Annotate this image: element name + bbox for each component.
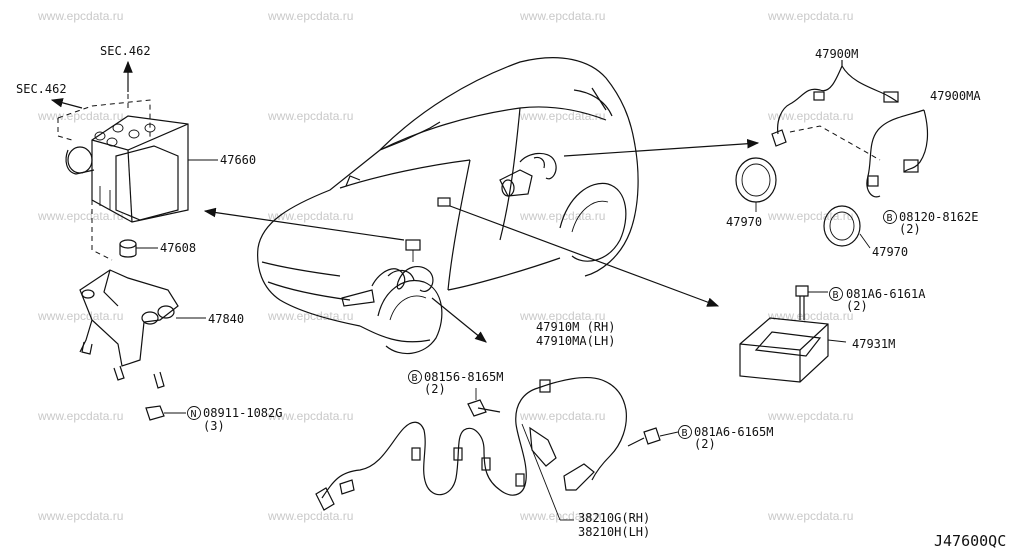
label-47910ma: 47910MA(LH) — [536, 334, 615, 348]
rear-sensor-harness-lh — [866, 109, 929, 198]
watermark-text: www.epcdata.ru — [519, 209, 605, 223]
front-harness — [371, 239, 434, 292]
watermark-text: www.epcdata.ru — [519, 9, 605, 23]
front-bolts — [467, 388, 679, 447]
watermark-text: www.epcdata.ru — [767, 9, 853, 23]
watermark-text: www.epcdata.ru — [519, 309, 605, 323]
diagram-code: J47600QC — [934, 532, 1006, 550]
watermark-text: www.epcdata.ru — [767, 509, 853, 523]
n-circle-icon — [187, 406, 201, 420]
qty-081a6-6161: (2) — [846, 299, 868, 313]
label-081a6-6161: 081A6-6161A — [846, 287, 926, 301]
watermark-text: www.epcdata.ru — [267, 309, 353, 323]
label-47608: 47608 — [160, 241, 196, 255]
label-47660: 47660 — [220, 153, 256, 167]
connector-icon — [883, 91, 899, 103]
front-sensor-harness — [315, 377, 627, 521]
circle-b-label: B — [833, 290, 839, 301]
label-08156: 08156-8165M — [424, 370, 503, 384]
b-circle-icon — [829, 287, 843, 301]
grommet — [119, 239, 158, 258]
leader-arrows — [203, 138, 760, 343]
label-47970-a: 47970 — [726, 215, 762, 229]
watermark-text: www.epcdata.ru — [767, 109, 853, 123]
watermark-text: www.epcdata.ru — [37, 309, 123, 323]
watermark-text: www.epcdata.ru — [519, 109, 605, 123]
nut — [145, 405, 186, 421]
circle-b-label: B — [412, 373, 418, 384]
qty-08911: (3) — [203, 419, 225, 433]
watermark-text: www.epcdata.ru — [767, 309, 853, 323]
watermark-text: www.epcdata.ru — [767, 409, 853, 423]
label-47910m: 47910M (RH) — [536, 320, 615, 334]
sec462-left-label: SEC.462 — [16, 82, 67, 96]
qty-08156: (2) — [424, 382, 446, 396]
b-circle-icon — [883, 210, 897, 224]
circle-b-label: B — [887, 213, 893, 224]
watermark-layer: www.epcdata.ru www.epcdata.ru www.epcdat… — [37, 9, 853, 523]
watermark-text: www.epcdata.ru — [37, 9, 123, 23]
label-47900m: 47900M — [815, 47, 858, 61]
abs-actuator — [50, 60, 218, 261]
label-47931m: 47931M — [852, 337, 895, 351]
label-47900ma: 47900MA — [930, 89, 981, 103]
label-38210g: 38210G(RH) — [578, 511, 650, 525]
watermark-text: www.epcdata.ru — [37, 209, 123, 223]
watermark-text: www.epcdata.ru — [37, 109, 123, 123]
connector-icon — [903, 159, 919, 173]
label-47840: 47840 — [208, 312, 244, 326]
watermark-text: www.epcdata.ru — [267, 109, 353, 123]
circle-n-label: N — [191, 409, 197, 420]
yaw-sensor — [739, 285, 847, 383]
b-circle-icon — [408, 370, 422, 384]
watermark-text: www.epcdata.ru — [519, 509, 605, 523]
label-47970-b: 47970 — [872, 245, 908, 259]
tone-rings — [735, 157, 871, 249]
ecu-marker-icon — [437, 197, 451, 207]
watermark-text: www.epcdata.ru — [767, 209, 853, 223]
b-circle-icon — [678, 425, 692, 439]
qty-081a6-6165: (2) — [694, 437, 716, 451]
watermark-text: www.epcdata.ru — [37, 409, 123, 423]
label-08911: 08911-1082G — [203, 406, 282, 420]
watermark-text: www.epcdata.ru — [267, 409, 353, 423]
sec462-top-label: SEC.462 — [100, 44, 151, 58]
rear-sensor-harness-rh — [771, 60, 899, 161]
label-38210h: 38210H(LH) — [578, 525, 650, 539]
watermark-text: www.epcdata.ru — [267, 9, 353, 23]
label-08120: 08120-8162E — [899, 210, 978, 224]
qty-08120: (2) — [899, 222, 921, 236]
bracket — [79, 269, 206, 389]
watermark-text: www.epcdata.ru — [267, 209, 353, 223]
part-labels: SEC.462 SEC.462 47660 47608 47840 N 0891… — [16, 44, 1006, 550]
label-081a6-6165: 081A6-6165M — [694, 425, 773, 439]
watermark-text: www.epcdata.ru — [37, 509, 123, 523]
watermark-text: www.epcdata.ru — [519, 409, 605, 423]
connector-icon — [405, 239, 421, 251]
circle-b-label: B — [682, 428, 688, 439]
watermark-text: www.epcdata.ru — [267, 509, 353, 523]
rear-hub — [437, 152, 557, 207]
